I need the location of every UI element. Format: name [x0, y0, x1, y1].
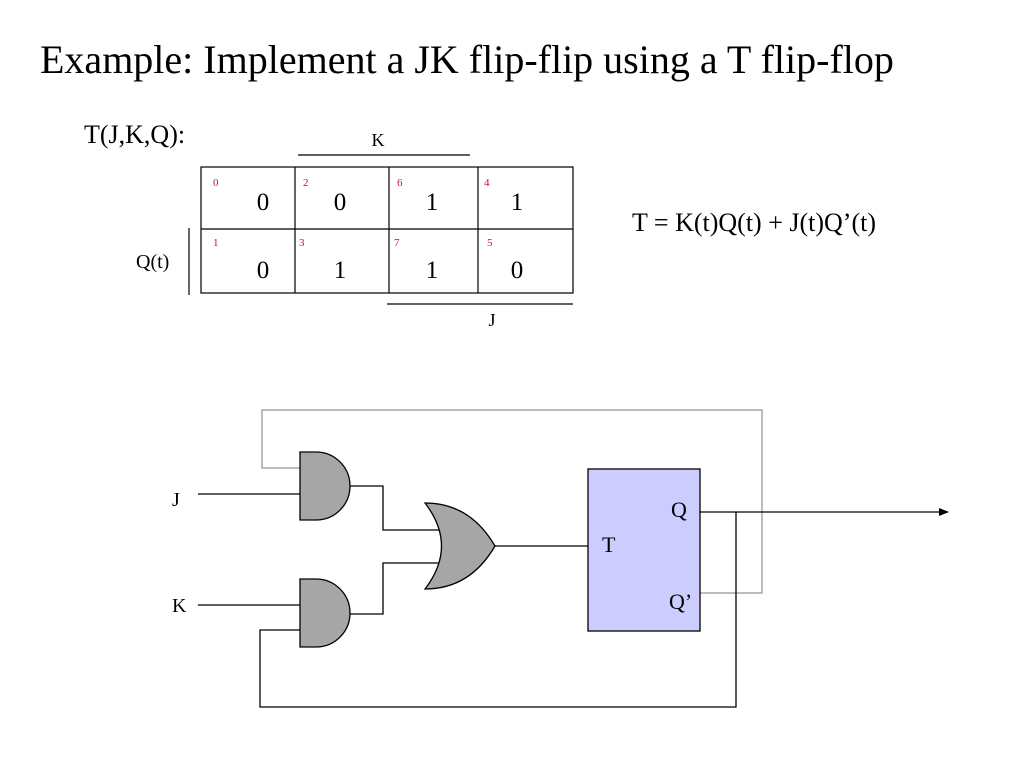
and-gate-top — [299, 451, 351, 521]
kmap-cell-index: 6 — [397, 177, 403, 189]
kmap-cell-index: 3 — [299, 237, 305, 249]
q-feedback-wire — [259, 512, 737, 708]
slide-title: Example: Implement a JK flip-flip using … — [40, 37, 894, 82]
t-flip-flop — [587, 468, 701, 632]
and1-to-or-wire — [350, 485, 445, 531]
kmap-cell-value: 0 — [511, 257, 524, 284]
kmap-cell-value: 0 — [257, 257, 270, 284]
and2-to-or-wire — [350, 562, 445, 615]
kmap-cell-index: 5 — [487, 237, 493, 249]
and-gate-bottom — [299, 578, 351, 648]
kmap-cell-index: 7 — [394, 237, 400, 249]
qn-output-label: Q’ — [669, 589, 692, 614]
or-gate — [423, 502, 496, 590]
kmap-cell-index: 0 — [213, 177, 219, 189]
kmap-cell-index: 1 — [213, 237, 219, 249]
kmap-grid — [200, 166, 574, 294]
t-input-label: T — [602, 532, 616, 557]
kmap-cell-value: 0 — [257, 189, 270, 216]
kmap-cell-value: 1 — [426, 257, 439, 284]
qn-feedback-wire — [261, 409, 763, 594]
kmap-cell-value: 1 — [426, 189, 439, 216]
kmap-cell-index: 4 — [484, 177, 490, 189]
q-output-label: Q — [671, 497, 687, 522]
kmap-cell-index: 2 — [303, 177, 309, 189]
kmap-j-label: J — [488, 310, 495, 330]
j-input-label: J — [172, 489, 180, 511]
kmap-cell-value: 0 — [334, 189, 347, 216]
kmap-cell-value: 1 — [511, 189, 524, 216]
kmap-function-label: T(J,K,Q): — [84, 120, 186, 149]
kmap-q-label: Q(t) — [136, 251, 169, 273]
kmap-cell-value: 1 — [334, 257, 347, 284]
simplified-equation: T = K(t)Q(t) + J(t)Q’(t) — [632, 208, 877, 237]
kmap-k-label: K — [372, 130, 385, 150]
karnaugh-map: K Q(t) J 0 0 2 0 6 1 4 1 1 0 3 1 7 1 5 0 — [136, 130, 574, 330]
k-input-label: K — [172, 595, 187, 617]
